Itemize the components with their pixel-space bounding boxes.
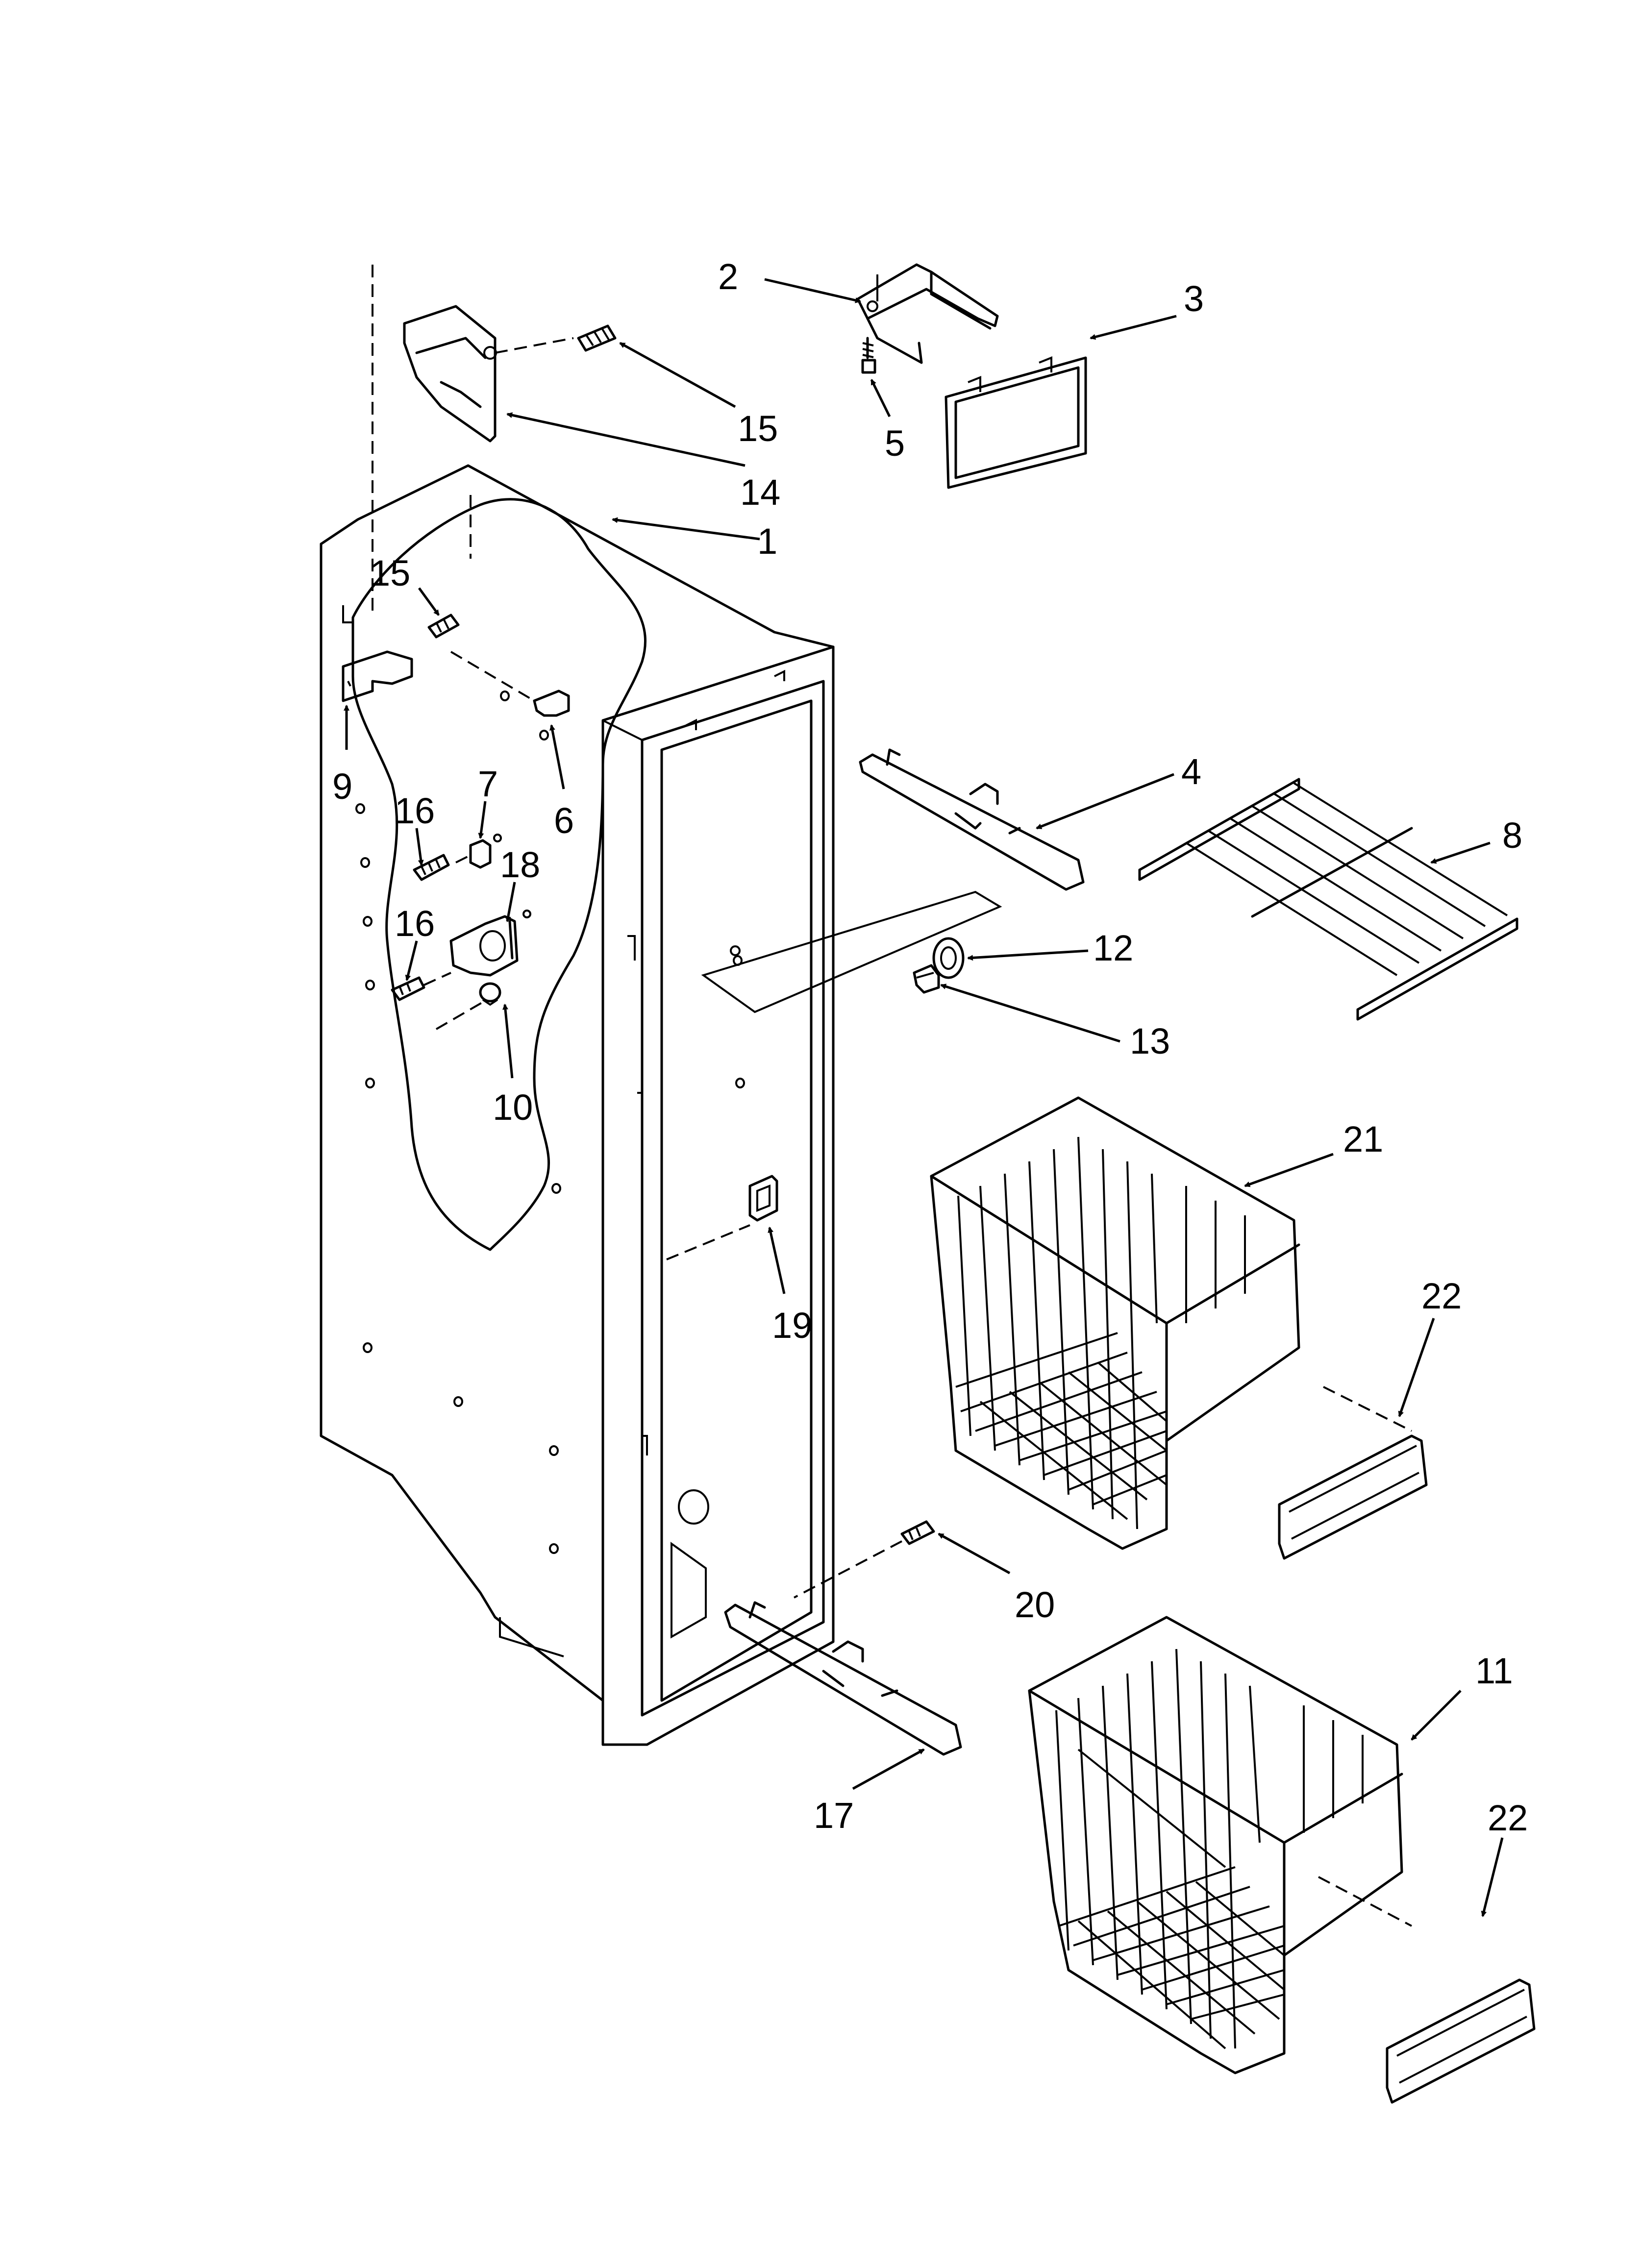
part-22-front-upper [1278,1434,1428,1560]
callout-20: 20 [1015,1584,1055,1625]
callout-7: 7 [478,764,498,804]
callout-6: 6 [554,800,574,841]
callout-3: 3 [1184,278,1204,319]
part-17-rail [724,1601,962,1756]
callout-1: 1 [757,521,777,562]
part-9-clip [342,605,413,702]
part-22-front-lower [1386,1978,1536,2104]
callout-18: 18 [500,844,540,885]
part-2-bracket [856,263,999,364]
callout-16a: 16 [395,790,435,831]
part-3-cover-panel [945,356,1087,489]
part-21-basket-upper [930,1096,1412,1550]
callout-11: 11 [1475,1651,1513,1691]
part-11-basket-lower [1028,1616,1412,2074]
callout-21: 21 [1343,1119,1383,1159]
callout-2: 2 [718,256,738,297]
callout-8: 8 [1502,815,1522,856]
part-8-wire-shelf [1138,778,1518,1021]
callout-9: 9 [332,766,352,807]
callout-4: 4 [1181,751,1201,792]
callout-10: 10 [493,1087,533,1128]
callout-22b: 22 [1488,1798,1528,1838]
part-4-shelf-rail [859,748,1085,891]
part-12-grommet [932,937,965,979]
part-16-screw-lower [391,972,451,1001]
callout-15b: 15 [370,553,410,593]
callout-12: 12 [1093,928,1133,968]
callout-5: 5 [885,423,905,464]
part-15-screw-lower [427,614,460,639]
callout-16b: 16 [395,903,435,944]
part-6-clip [450,651,570,717]
part-10-plug [435,982,501,1030]
part-7-bracket [455,834,502,869]
part-13-fastener [913,964,940,994]
callout-14: 14 [740,472,780,513]
part-20-screw [794,1520,935,1599]
callout-13: 13 [1130,1021,1170,1061]
callout-labels: 1 2 3 4 5 6 7 8 9 10 11 12 13 14 15 15 1… [332,256,1528,1838]
part-15-screw-top [577,324,617,352]
part-16-screw-upper [413,854,450,881]
callout-arrows [344,278,1504,1917]
part-19-switch [748,1175,778,1222]
callout-15a: 15 [738,408,778,449]
part-14-hinge-bracket [403,305,574,443]
part-18-mount [449,910,531,977]
callout-17: 17 [814,1795,854,1836]
callout-19: 19 [772,1305,812,1346]
freezer-liner [320,265,835,1746]
panel-cutout [701,890,1002,1013]
part-5-screw [861,337,876,374]
callout-22a: 22 [1421,1276,1462,1316]
